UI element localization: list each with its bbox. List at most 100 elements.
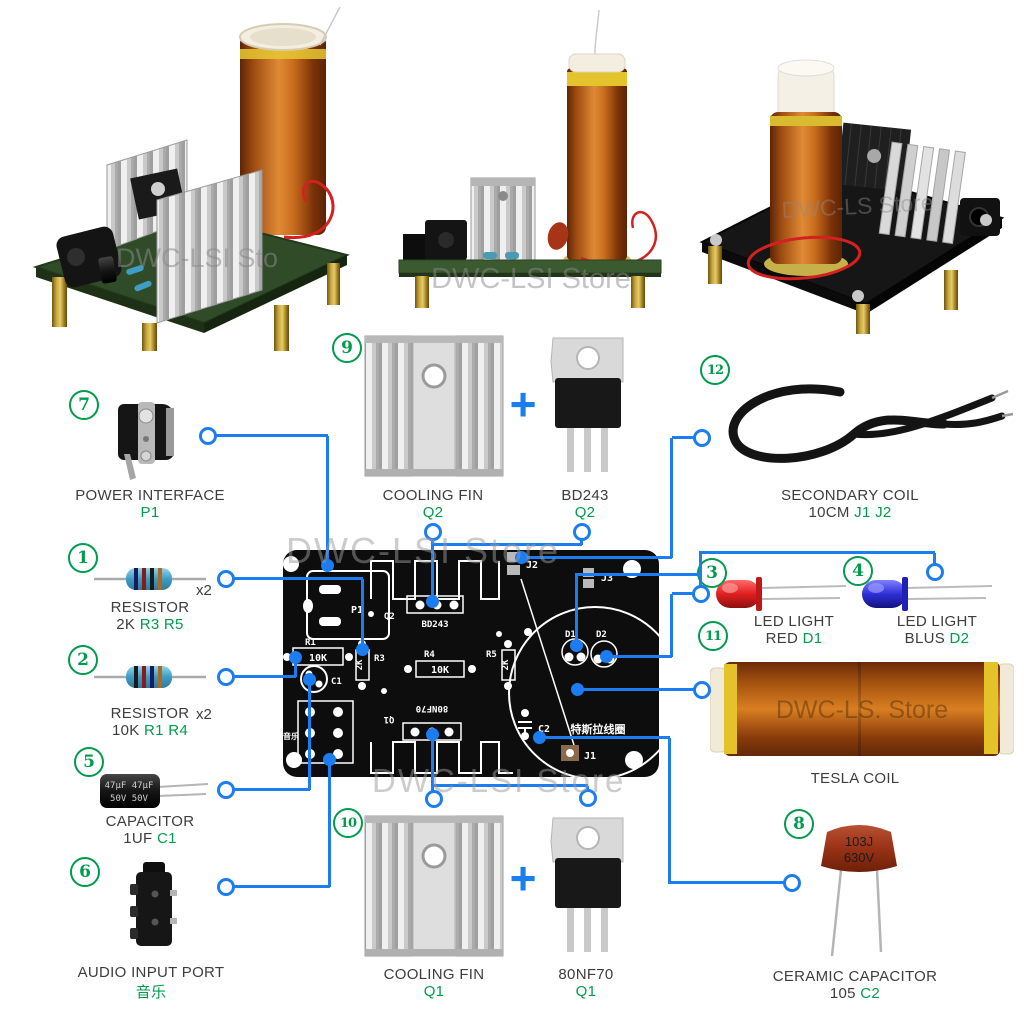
connector-line bbox=[668, 881, 792, 884]
badge-1: 1 bbox=[68, 543, 98, 573]
connector-line bbox=[670, 438, 673, 558]
svg-text:R5: R5 bbox=[486, 650, 497, 660]
pcb-board: P1 R1 10K C1 音乐 2K R3 R4 10K bbox=[283, 550, 659, 777]
resistor-2k-image bbox=[94, 568, 206, 590]
label-led-blue: LED LIGHT BLUS D2 bbox=[896, 613, 978, 647]
connector-endpoint bbox=[573, 523, 591, 541]
label-ceramic-capacitor: CERAMIC CAPACITOR 105 C2 bbox=[772, 968, 938, 1002]
svg-text:BD243: BD243 bbox=[421, 620, 448, 630]
connector-line bbox=[699, 553, 702, 594]
svg-text:630V: 630V bbox=[844, 850, 875, 865]
connector-line bbox=[431, 735, 434, 799]
plus-sign-q1: + bbox=[509, 852, 537, 904]
connector-line bbox=[226, 788, 310, 791]
connector-line bbox=[433, 543, 582, 546]
svg-text:2K: 2K bbox=[355, 659, 365, 670]
connector-line bbox=[326, 436, 329, 566]
connector-endpoint bbox=[579, 789, 597, 807]
badge-8: 8 bbox=[784, 809, 814, 839]
badge-3: 3 bbox=[697, 558, 727, 588]
connector-line bbox=[575, 573, 699, 576]
label-capacitor-1uf: CAPACITOR 1UF C1 bbox=[105, 813, 195, 847]
badge-11: 11 bbox=[698, 621, 728, 651]
svg-text:C1: C1 bbox=[331, 677, 342, 687]
connector-dot bbox=[356, 643, 369, 656]
connector-line bbox=[308, 680, 311, 790]
svg-text:J1: J1 bbox=[584, 751, 596, 762]
connector-endpoint bbox=[217, 570, 235, 588]
led-red-image bbox=[716, 577, 847, 611]
badge-4: 4 bbox=[843, 556, 873, 586]
connector-line bbox=[522, 556, 672, 559]
connector-dot bbox=[571, 683, 584, 696]
connector-line bbox=[699, 551, 935, 554]
watermark-photo1: DWC-LSI Sto bbox=[116, 243, 278, 273]
badge-6: 6 bbox=[70, 857, 100, 887]
watermark-photo2: DWC-LSI Store bbox=[431, 263, 631, 295]
label-resistor-10k: RESISTOR 10K R1 R4 bbox=[110, 705, 190, 739]
svg-text:10K: 10K bbox=[431, 665, 449, 676]
badge-7: 7 bbox=[69, 390, 99, 420]
label-led-red: LED LIGHT RED D1 bbox=[753, 613, 835, 647]
svg-text:Q2: Q2 bbox=[384, 612, 395, 622]
connector-endpoint bbox=[199, 427, 217, 445]
svg-text:R4: R4 bbox=[424, 650, 435, 660]
connector-dot bbox=[323, 753, 336, 766]
secondary-coil-wire-image bbox=[728, 384, 1014, 463]
connector-endpoint bbox=[692, 585, 710, 603]
assembled-kit-photo-left: DWC-LSI Sto bbox=[32, 6, 350, 351]
badge-2: 2 bbox=[68, 645, 98, 675]
label-tesla-coil: TESLA COIL bbox=[810, 770, 900, 787]
connector-dot bbox=[533, 731, 546, 744]
connector-line bbox=[672, 436, 702, 439]
connector-line bbox=[431, 784, 588, 787]
connector-line bbox=[226, 885, 330, 888]
svg-text:50V 50V: 50V 50V bbox=[110, 794, 149, 804]
svg-text:Q1: Q1 bbox=[384, 714, 395, 724]
svg-text:80NF70: 80NF70 bbox=[416, 703, 449, 713]
plus-sign-q2: + bbox=[509, 378, 537, 430]
assembled-kit-photo-right: DWC-LS Store bbox=[699, 59, 1005, 334]
tesla-coil-image: DWC-LS. Store bbox=[710, 662, 1014, 756]
connector-endpoint bbox=[217, 668, 235, 686]
connector-endpoint bbox=[783, 874, 801, 892]
svg-text:D1: D1 bbox=[565, 630, 576, 640]
svg-text:D2: D2 bbox=[596, 630, 607, 640]
svg-text:P1: P1 bbox=[351, 605, 363, 616]
svg-text:特斯拉线圈: 特斯拉线圈 bbox=[571, 722, 626, 736]
connector-dot bbox=[426, 728, 439, 741]
badge-10: 10 bbox=[333, 808, 363, 838]
cooling-fin-q1-image bbox=[364, 815, 504, 957]
badge-9: 9 bbox=[332, 333, 362, 363]
cooling-fin-q2-image bbox=[364, 335, 504, 477]
connector-line bbox=[226, 577, 363, 580]
connector-dot bbox=[289, 651, 302, 664]
connector-line bbox=[668, 738, 671, 883]
connector-line bbox=[540, 736, 670, 739]
connector-line bbox=[328, 760, 331, 887]
label-secondary-coil: SECONDARY COIL 10CM J1 J2 bbox=[781, 487, 919, 521]
connector-line bbox=[670, 594, 673, 657]
connector-dot bbox=[426, 595, 439, 608]
connector-endpoint bbox=[217, 781, 235, 799]
connector-dot bbox=[515, 551, 528, 564]
connector-endpoint bbox=[693, 429, 711, 447]
bd243-transistor-image bbox=[550, 337, 624, 472]
connector-line bbox=[607, 655, 672, 658]
connector-dot bbox=[570, 639, 583, 652]
svg-text:2K: 2K bbox=[501, 659, 511, 670]
qty-resistor-2k: x2 bbox=[196, 582, 212, 599]
connector-line bbox=[672, 592, 701, 595]
connector-endpoint bbox=[424, 523, 442, 541]
connector-line bbox=[208, 434, 328, 437]
resistor-10k-image bbox=[94, 666, 206, 688]
svg-text:J3: J3 bbox=[601, 573, 613, 584]
connector-endpoint bbox=[217, 878, 235, 896]
connector-line bbox=[575, 575, 578, 646]
